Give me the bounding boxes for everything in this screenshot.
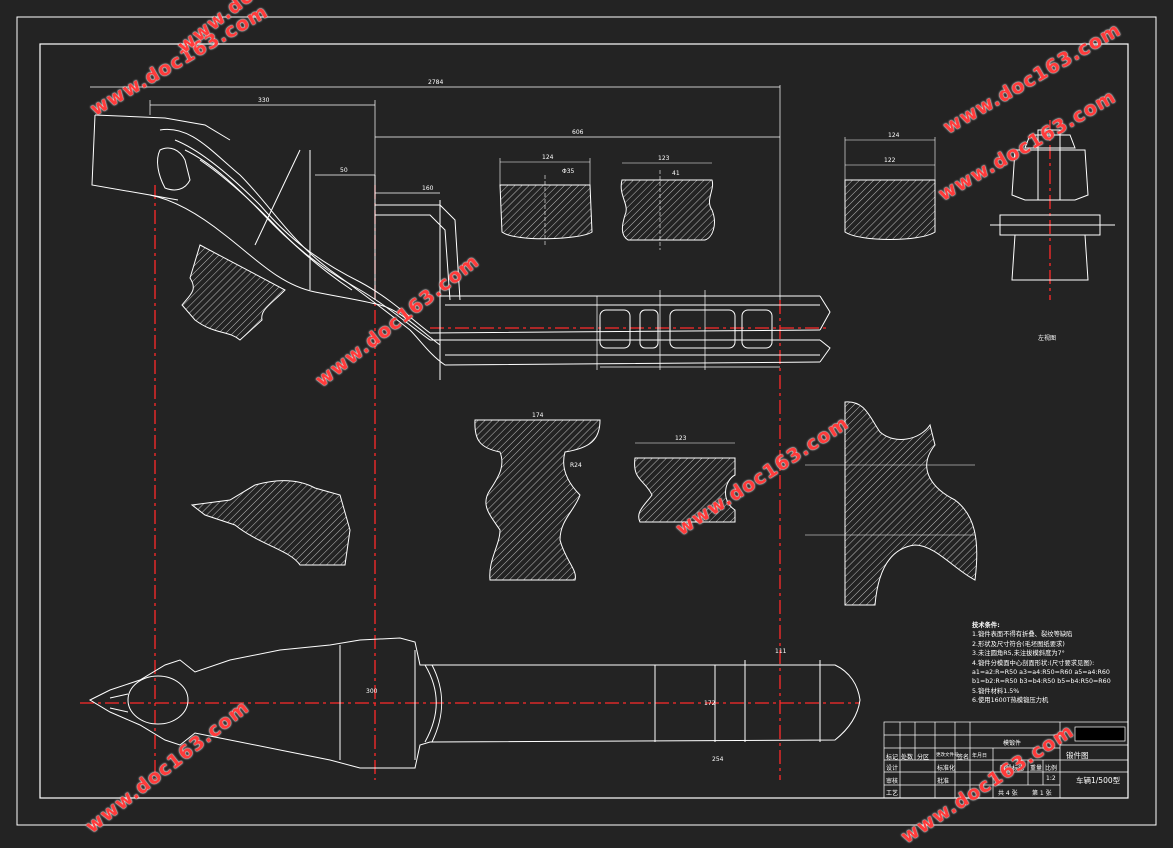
dim-sec3-in: 122 <box>884 157 896 164</box>
dim-bottom-300: 300 <box>366 688 378 695</box>
tb-row-label: 分区 <box>917 754 930 761</box>
tb-mid-label: 批准 <box>937 778 950 785</box>
tb-sheet-no: 第 1 张 <box>1032 790 1052 797</box>
dim-606: 606 <box>572 129 584 136</box>
tb-scale-value: 1:2 <box>1046 775 1056 782</box>
bottom-view <box>88 637 861 769</box>
dim-overall: 2784 <box>428 79 444 86</box>
dim-mid-w2: 123 <box>675 435 687 442</box>
inner-frame <box>39 43 1129 799</box>
note-item: 5.锻件材料1.5% <box>972 687 1020 695</box>
dim-sec1-in: Φ35 <box>562 168 575 175</box>
dim-sec3-w: 124 <box>888 132 900 139</box>
tb-left-label: 工艺 <box>886 790 899 797</box>
tb-row-label: 年月日 <box>972 753 988 759</box>
dim-160: 160 <box>422 185 434 192</box>
tb-scale-label: 比例 <box>1045 765 1058 772</box>
dim-sec1-w: 124 <box>542 154 554 161</box>
tb-drawing-title: 锻件图 <box>1066 751 1089 760</box>
left-view-label: 左视图 <box>1038 335 1057 342</box>
left-view <box>990 129 1115 281</box>
section-right <box>805 401 978 606</box>
note-item: b1=b2:R=R50 b3=b4:R50 b5=b4:R50=R60 <box>972 678 1111 686</box>
tb-row-label: 标记 <box>886 754 899 761</box>
dim-mid-r: R24 <box>570 462 582 469</box>
section-2 <box>620 162 715 250</box>
note-item: 1.锻件表面不得有折叠、裂纹等缺陷 <box>972 631 1073 639</box>
tb-sheets: 共 4 张 <box>998 790 1018 797</box>
technical-notes: 技术条件: 1.锻件表面不得有折叠、裂纹等缺陷 2.形状及尺寸符合(毛坯图纸要求… <box>972 621 1111 706</box>
section-3 <box>844 137 936 240</box>
tb-left-label: 审核 <box>886 778 899 785</box>
tb-left-label: 设计 <box>886 765 899 772</box>
lug-view <box>190 480 351 566</box>
section-small <box>634 442 736 523</box>
note-item: 3.未注圆角R5,未注拔模斜度为7° <box>972 650 1065 658</box>
dim-50: 50 <box>340 167 348 174</box>
dim-mid-w1: 174 <box>532 412 544 419</box>
dim-sec2-in: 41 <box>672 170 680 177</box>
note-item: 2.形状及尺寸符合(毛坯图纸要求) <box>972 640 1065 648</box>
outer-frame <box>16 16 1157 826</box>
section-1 <box>499 158 593 245</box>
notes-title: 技术条件: <box>972 622 1000 629</box>
tb-mid-label: 标准化 <box>937 765 956 772</box>
dim-bottom-172: 172 <box>704 700 716 707</box>
dim-sec2-w: 123 <box>658 155 670 162</box>
tb-weight-label: 重量 <box>1030 765 1043 772</box>
dim-bottom-254: 254 <box>712 756 724 763</box>
section-mid <box>474 419 601 581</box>
dimension-lines <box>90 85 781 370</box>
tb-stage-label: 阶段标记 <box>1000 765 1025 772</box>
title-block <box>883 721 1129 799</box>
dim-bottom-111: 111 <box>775 648 787 655</box>
tb-part-name: 模锻件 <box>1003 740 1022 747</box>
dim-330: 330 <box>258 97 270 104</box>
section-rotated <box>181 244 286 341</box>
note-item: 4.锻件分模面中心剖面形状:(尺寸要求见图): <box>972 659 1095 667</box>
tb-row-label: 处数 <box>901 754 914 761</box>
tb-project: 车辆1/500型 <box>1076 776 1121 785</box>
note-item: 6.使用1600T热模锻压力机 <box>972 697 1049 705</box>
top-view <box>91 114 831 380</box>
tb-row-label: 更改文件号 <box>936 753 959 758</box>
tb-row-label: 签名 <box>957 754 970 761</box>
note-item: a1=a2:R=R50 a3=a4:R50=R60 a5=a4:R60 <box>972 669 1110 677</box>
